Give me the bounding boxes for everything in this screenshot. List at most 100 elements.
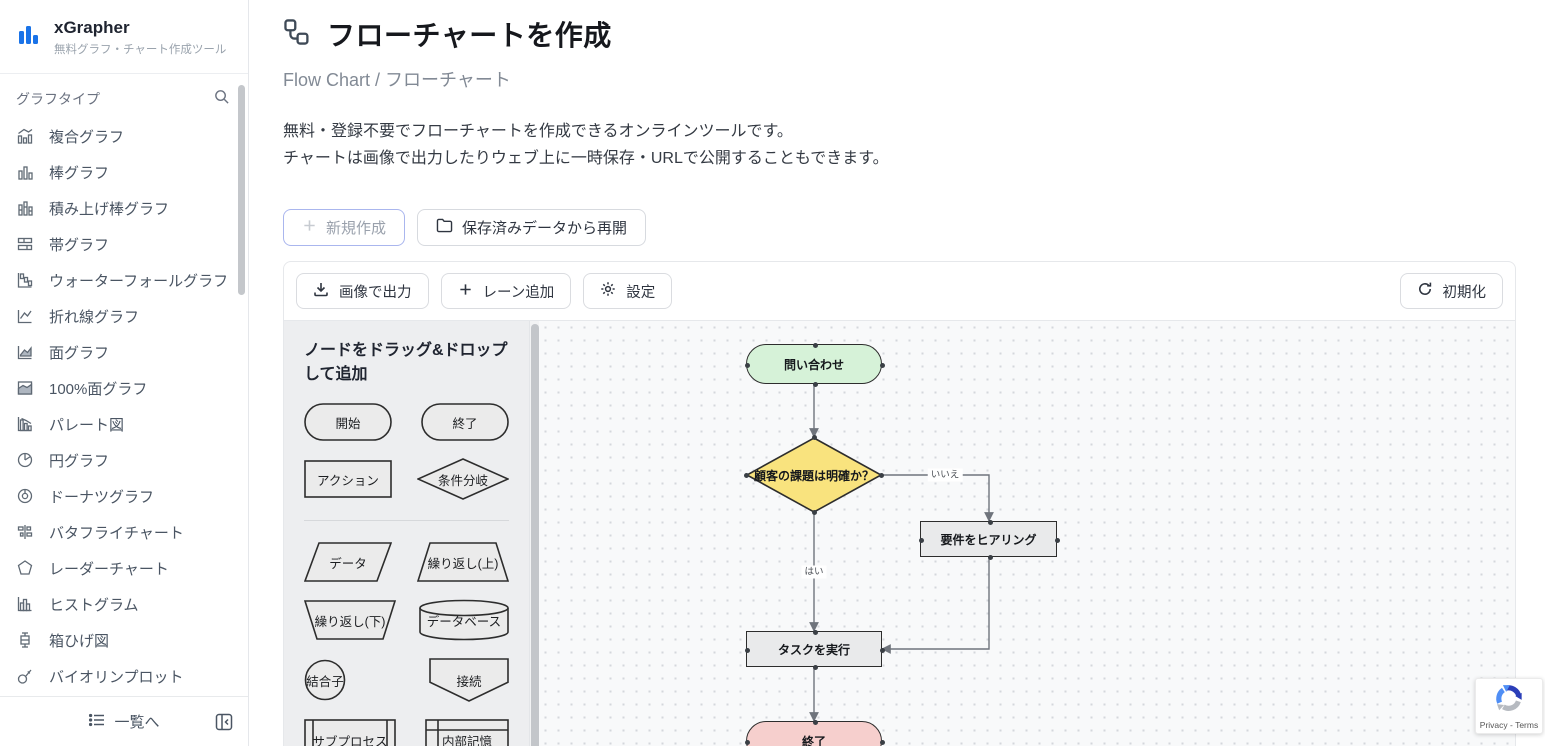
- palette-heading: ノードをドラッグ&ドロップして追加: [304, 342, 508, 383]
- sidebar-item-label: 円グラフ: [49, 452, 110, 470]
- flow-node-task[interactable]: タスクを実行: [745, 630, 885, 670]
- connection-handle[interactable]: [879, 473, 884, 478]
- new-create-label: 新規作成: [326, 220, 387, 237]
- edge-label: はい: [801, 565, 827, 579]
- flow-node-start[interactable]: 問い合わせ: [745, 343, 885, 387]
- palette-row: サブプロセス 内部記憶: [304, 719, 509, 746]
- rect-shape-icon: [304, 460, 392, 498]
- sidebar-item-5[interactable]: 折れ線グラフ: [0, 298, 248, 334]
- edge-label: いいえ: [927, 468, 963, 482]
- palette-shape-diamond[interactable]: 条件分岐: [417, 458, 509, 500]
- palette-shape-trapezoid-bottom[interactable]: 繰り返し(下): [304, 600, 396, 640]
- pentagon-down-shape-icon: [429, 658, 509, 702]
- palette-scrollbar[interactable]: [529, 321, 539, 746]
- connection-handle[interactable]: [987, 555, 993, 560]
- connection-handle[interactable]: [745, 648, 750, 653]
- sidebar-scrollbar[interactable]: [238, 85, 245, 295]
- connection-handle[interactable]: [813, 665, 818, 670]
- circle-shape-icon: [304, 659, 346, 701]
- export-image-button[interactable]: 画像で出力: [296, 273, 429, 309]
- sidebar-item-15[interactable]: バイオリンプロット: [0, 658, 248, 694]
- description-line-2: チャートは画像で出力したりウェブ上に一時保存・URLで公開することもできます。: [283, 150, 889, 167]
- palette-shape-rect[interactable]: アクション: [304, 460, 392, 498]
- palette-row: データ繰り返し(上): [304, 542, 509, 582]
- subprocess-shape-icon: [304, 719, 396, 746]
- flow-node-decision[interactable]: 顧客の課題は明確か？: [744, 435, 884, 515]
- node-label: 終了: [801, 734, 826, 746]
- search-icon[interactable]: [213, 88, 230, 110]
- connection-handle[interactable]: [813, 720, 818, 725]
- sidebar-item-0[interactable]: 複合グラフ: [0, 118, 248, 154]
- sidebar-item-3[interactable]: 帯グラフ: [0, 226, 248, 262]
- sidebar-item-1[interactable]: 棒グラフ: [0, 154, 248, 190]
- settings-button[interactable]: 設定: [583, 273, 673, 309]
- reset-button[interactable]: 初期化: [1399, 273, 1503, 309]
- palette-shape-parallelogram[interactable]: データ: [304, 542, 392, 582]
- sidebar-item-12[interactable]: レーダーチャート: [0, 550, 248, 586]
- sidebar-divider: [0, 73, 248, 74]
- flow-node-hearing[interactable]: 要件をヒアリング: [919, 520, 1060, 560]
- connection-handle[interactable]: [813, 630, 818, 635]
- recaptcha-links[interactable]: Privacy - Terms: [1479, 719, 1539, 730]
- donut-chart-icon: [17, 488, 33, 504]
- sidebar-item-label: 積み上げ棒グラフ: [49, 200, 170, 218]
- pill-shape-icon: [421, 403, 509, 441]
- list-icon: [88, 711, 106, 733]
- sidebar-item-4[interactable]: ウォーターフォールグラフ: [0, 262, 248, 298]
- sidebar-item-list-link[interactable]: 一覧へ: [88, 711, 160, 733]
- download-icon: [313, 281, 329, 301]
- sidebar-item-8[interactable]: パレート図: [0, 406, 248, 442]
- flow-node-end[interactable]: 終了: [745, 720, 885, 746]
- palette-shape-trapezoid-top[interactable]: 繰り返し(上): [417, 542, 509, 582]
- brand-name: xGrapher: [54, 18, 130, 37]
- flow-canvas[interactable]: いいえはい 問い合わせ顧客の課題は明確か？ 要件をヒアリングタスクを実行終了: [539, 321, 1515, 746]
- connection-handle[interactable]: [880, 648, 885, 653]
- connection-handle[interactable]: [987, 520, 993, 525]
- palette-shape-subprocess[interactable]: サブプロセス: [304, 719, 396, 746]
- recaptcha-badge[interactable]: Privacy - Terms: [1475, 678, 1543, 734]
- sidebar-item-7[interactable]: 100%面グラフ: [0, 370, 248, 406]
- palette-shape-circle[interactable]: 結合子: [304, 659, 346, 701]
- connection-handle[interactable]: [919, 538, 924, 543]
- sidebar-footer: 一覧へ: [0, 696, 248, 746]
- sidebar-item-10[interactable]: ドーナツグラフ: [0, 478, 248, 514]
- node-label: 顧客の課題は明確か？: [753, 468, 874, 483]
- palette-shape-pentagon-down[interactable]: 接続: [429, 658, 509, 702]
- combo-chart-icon: [17, 128, 33, 144]
- palette-shape-label: アクション: [317, 473, 379, 488]
- connection-handle[interactable]: [813, 343, 818, 348]
- palette-shape-pill[interactable]: 終了: [421, 403, 509, 441]
- palette-shape-label: サブプロセス: [312, 734, 388, 746]
- connection-handle[interactable]: [1055, 538, 1060, 543]
- palette-shape-cylinder[interactable]: データベース: [419, 599, 509, 641]
- sidebar-item-14[interactable]: 箱ひげ図: [0, 622, 248, 658]
- connection-handle[interactable]: [745, 363, 750, 368]
- brand[interactable]: xGrapher 無料グラフ・チャート作成ツール: [0, 0, 248, 73]
- new-create-button[interactable]: 新規作成: [283, 209, 406, 246]
- node-palette: ノードをドラッグ&ドロップして追加 開始終了アクション 条件分岐データ繰り返し(上…: [284, 321, 539, 746]
- collapse-sidebar-icon[interactable]: [214, 712, 234, 737]
- breadcrumb: Flow Chart / フローチャート: [283, 70, 511, 90]
- connection-handle[interactable]: [812, 510, 817, 515]
- bar-chart-icon: [18, 166, 33, 180]
- connection-handle[interactable]: [744, 473, 749, 478]
- sidebar-item-9[interactable]: 円グラフ: [0, 442, 248, 478]
- violin-plot-icon: [17, 669, 32, 684]
- sidebar-item-11[interactable]: バタフライチャート: [0, 514, 248, 550]
- butterfly-chart-icon: [17, 525, 33, 539]
- connection-handle[interactable]: [812, 435, 817, 440]
- sidebar-item-13[interactable]: ヒストグラム: [0, 586, 248, 622]
- palette-shape-pill[interactable]: 開始: [304, 403, 392, 441]
- palette-shape-internal-storage[interactable]: 内部記憶: [425, 719, 509, 746]
- connection-handle[interactable]: [880, 363, 885, 368]
- connection-handle[interactable]: [745, 740, 750, 745]
- resume-saved-button[interactable]: 保存済みデータから再開: [417, 209, 647, 246]
- connection-handle[interactable]: [880, 740, 885, 745]
- sidebar-item-6[interactable]: 面グラフ: [0, 334, 248, 370]
- connection-handle[interactable]: [813, 382, 818, 387]
- export-image-label: 画像で出力: [339, 284, 412, 301]
- sidebar-item-2[interactable]: 積み上げ棒グラフ: [0, 190, 248, 226]
- area-100-chart-icon: [17, 381, 33, 395]
- add-lane-button[interactable]: レーン追加: [440, 273, 572, 309]
